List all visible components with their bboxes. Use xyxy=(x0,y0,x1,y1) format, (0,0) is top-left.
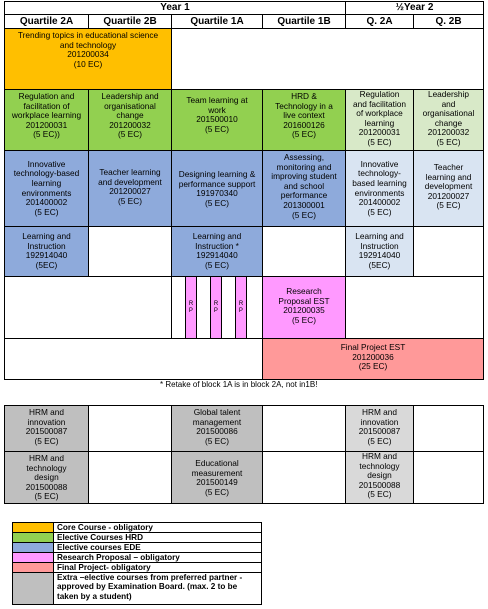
elective-hrm-technology-design-y2: HRM and technology design 201500088 (5 E… xyxy=(345,451,414,504)
empty-cell xyxy=(345,276,484,339)
header-q2b: Quartile 2B xyxy=(88,14,172,29)
course-learning-instruction: Learning and Instruction 192914040 (5EC) xyxy=(4,226,89,277)
research-proposal-mini-3: R P xyxy=(235,276,247,339)
empty-cell xyxy=(413,226,484,277)
empty-cell xyxy=(4,338,263,380)
empty-cell xyxy=(88,226,172,277)
elective-hrm-innovation: HRM and innovation 201500087 (5 EC) xyxy=(4,405,89,452)
empty-cell xyxy=(171,28,484,90)
elective-hrm-innovation-y2: HRM and innovation 201500087 (5 EC) xyxy=(345,405,414,452)
research-proposal-mini-1: R P xyxy=(185,276,197,339)
course-designing-learning: Designing learning & performance support… xyxy=(171,150,263,227)
elective-educational-measurement: Educational measurement 201500149 (5 EC) xyxy=(171,451,263,504)
course-leadership-change-y2: Leadership and organisational change 201… xyxy=(413,89,484,151)
course-learning-instruction-y2: Learning and Instruction 192914040 (5EC) xyxy=(345,226,414,277)
course-assessing-monitoring: Assessing, monitoring and improving stud… xyxy=(262,150,346,227)
course-leadership-change: Leadership and organisational change 201… xyxy=(88,89,172,151)
course-team-learning: Team learning at work 201500010 (5 EC) xyxy=(171,89,263,151)
retake-note: * Retake of block 1A is in block 2A, not… xyxy=(160,380,318,389)
header-year2: ½Year 2 xyxy=(345,1,484,15)
empty-cell xyxy=(4,276,172,339)
course-final-project: Final Project EST 201200036 (25 EC) xyxy=(262,338,484,380)
empty-cell xyxy=(262,226,346,277)
course-learning-instruction-retake: Learning and Instruction * 192914040 (5 … xyxy=(171,226,263,277)
empty-cell xyxy=(262,451,346,504)
course-research-proposal: Research Proposal EST 201200035 (5 EC) xyxy=(262,276,346,339)
empty-cell xyxy=(88,405,172,452)
course-innovative-technology-y2: Innovative technology- based learning en… xyxy=(345,150,414,227)
course-innovative-technology: Innovative technology-based learning env… xyxy=(4,150,89,227)
course-teacher-learning: Teacher learning and development 2012000… xyxy=(88,150,172,227)
research-proposal-mini-2: R P xyxy=(210,276,222,339)
legend-label-extra: Extra –elective courses from preferred p… xyxy=(53,572,262,605)
header-q1b: Quartile 1B xyxy=(262,14,346,29)
course-hrd-technology: HRD & Technology in a live context 20160… xyxy=(262,89,346,151)
header-y2-q2b: Q. 2B xyxy=(413,14,484,29)
empty-cell xyxy=(413,451,484,504)
course-regulation-facilitation: Regulation and facilitation of workplace… xyxy=(4,89,89,151)
course-teacher-learning-y2: Teacher learning and development 2012000… xyxy=(413,150,484,227)
course-trending-topics: Trending topics in educational science a… xyxy=(4,28,172,90)
header-year1: Year 1 xyxy=(4,1,346,15)
header-y2-q2a: Q. 2A xyxy=(345,14,414,29)
empty-cell xyxy=(413,405,484,452)
empty-cell xyxy=(88,451,172,504)
empty-cell xyxy=(262,405,346,452)
elective-global-talent: Global talent management 201500086 (5 EC… xyxy=(171,405,263,452)
elective-hrm-technology-design: HRM and technology design 201500088 (5 E… xyxy=(4,451,89,504)
legend-swatch-extra xyxy=(12,572,54,605)
course-regulation-facilitation-y2: Regulation and facilitation of workplace… xyxy=(345,89,414,151)
header-q2a: Quartile 2A xyxy=(4,14,89,29)
header-q1a: Quartile 1A xyxy=(171,14,263,29)
